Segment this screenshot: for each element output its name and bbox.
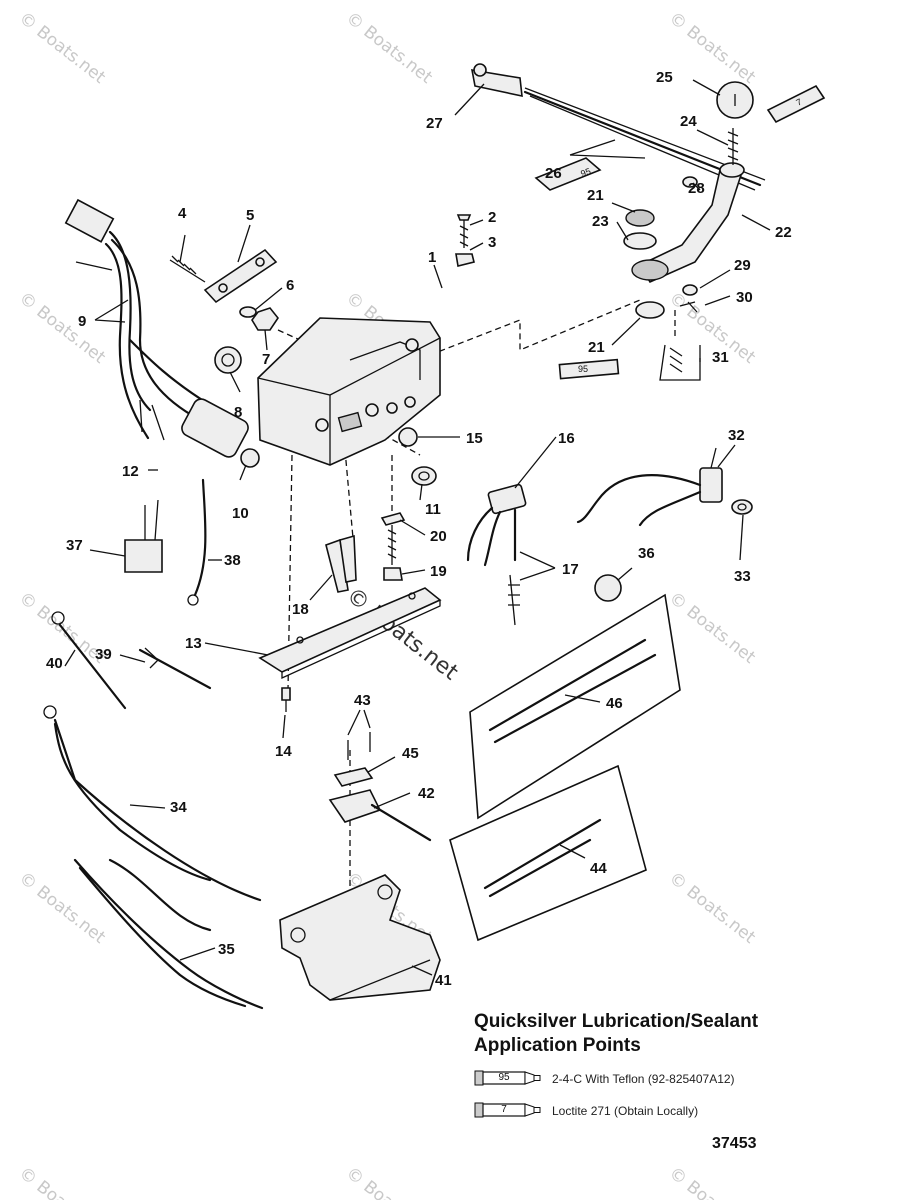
watermark: © Boats.net	[665, 8, 759, 88]
callout-28: 28	[688, 180, 705, 197]
grommets	[398, 427, 437, 486]
sealant-tubes: 95 7 95	[534, 84, 826, 381]
callout-45: 45	[402, 745, 419, 762]
callout-22: 22	[775, 224, 792, 241]
lower-bracket	[279, 732, 441, 1001]
callout-7: 7	[262, 351, 270, 368]
leader-lines	[64, 79, 771, 976]
legend-item: 95 2-4-C With Teflon (92-825407A12)	[474, 1068, 874, 1090]
legend-tube-number: 7	[501, 1104, 507, 1115]
callout-15: 15	[466, 430, 483, 447]
left-harness	[64, 198, 260, 468]
callout-29: 29	[734, 257, 751, 274]
legend-title-line-1: Quicksilver Lubrication/Sealant	[474, 1011, 759, 1032]
watermark: © Boats.net	[15, 1163, 109, 1200]
mounting-screw	[380, 512, 406, 581]
top-screw	[455, 214, 475, 267]
callout-4: 4	[178, 205, 187, 222]
callout-40: 40	[46, 655, 63, 672]
callout-8: 8	[234, 404, 242, 421]
callout-38: 38	[224, 552, 241, 569]
callout-6: 6	[286, 277, 294, 294]
tube-label: 95	[579, 166, 592, 179]
legend-tube-number: 95	[498, 1072, 510, 1083]
callout-12: 12	[122, 463, 139, 480]
center-plug	[466, 483, 527, 626]
callout-27: 27	[426, 115, 443, 132]
watermark: © Boats.net	[665, 1163, 759, 1200]
callout-30: 30	[736, 289, 753, 306]
legend-title: Quicksilver Lubrication/Sealant Applicat…	[474, 1010, 874, 1058]
callout-43: 43	[354, 692, 371, 709]
callout-36: 36	[638, 545, 655, 562]
callout-39: 39	[95, 646, 112, 663]
legend-title-line-2: Application Points	[474, 1035, 641, 1056]
kit-boxes	[449, 593, 681, 942]
legend-item-text: 2-4-C With Teflon (92-825407A12)	[552, 1072, 735, 1086]
callout-19: 19	[430, 563, 447, 580]
left-hardware	[169, 248, 279, 374]
callout-13: 13	[185, 635, 202, 652]
callout-10: 10	[232, 505, 249, 522]
watermark: © Boats.net	[342, 1163, 436, 1200]
callout-35: 35	[218, 941, 235, 958]
callout-34: 34	[170, 799, 187, 816]
callout-9: 9	[78, 313, 86, 330]
shift-lever	[623, 81, 754, 319]
callout-2: 2	[488, 209, 496, 226]
callout-46: 46	[606, 695, 623, 712]
callout-1: 1	[428, 249, 436, 266]
mounting-plate	[258, 534, 442, 712]
misc-small-parts	[124, 478, 622, 606]
sealant-tube-icon	[474, 1102, 541, 1118]
callout-labels: 1 2 3 4 5 6 7 8 9 10 11 12 13 14 15 16 1…	[46, 69, 792, 989]
callout-33: 33	[734, 568, 751, 585]
callout-25: 25	[656, 69, 673, 86]
short-leads	[51, 611, 212, 710]
watermark: © Boats.net	[15, 8, 109, 88]
callout-23: 23	[592, 213, 609, 230]
watermark: © Boats.net	[342, 8, 436, 88]
callout-3: 3	[488, 234, 496, 251]
callout-17: 17	[562, 561, 579, 578]
watermark: © Boats.net	[665, 868, 759, 948]
callout-26: 26	[545, 165, 562, 182]
toggle-switch	[576, 447, 753, 527]
callout-44: 44	[590, 860, 607, 877]
tube-label: 7	[794, 97, 803, 108]
control-box	[257, 317, 441, 466]
sealant-tube-icon	[474, 1070, 541, 1086]
callout-21a: 21	[587, 187, 604, 204]
tube-label: 95	[578, 364, 588, 374]
callout-21b: 21	[588, 339, 605, 356]
legend-item-text: Loctite 271 (Obtain Locally)	[552, 1104, 699, 1118]
callout-14: 14	[275, 743, 292, 760]
callout-32: 32	[728, 427, 745, 444]
callout-41: 41	[435, 972, 452, 989]
callout-24: 24	[680, 113, 697, 130]
drawing-number: 37453	[712, 1135, 757, 1152]
long-leads	[43, 705, 264, 1010]
callout-18: 18	[292, 601, 309, 618]
watermark: © Boats.net	[665, 588, 759, 668]
watermark: © Boats.net	[15, 288, 109, 368]
callout-20: 20	[430, 528, 447, 545]
callout-42: 42	[418, 785, 435, 802]
callout-11: 11	[425, 501, 441, 518]
callout-31: 31	[712, 349, 729, 366]
lubrication-legend: Quicksilver Lubrication/Sealant Applicat…	[474, 1010, 874, 1122]
legend-item: 7 Loctite 271 (Obtain Locally)	[474, 1100, 874, 1122]
watermark: © Boats.net	[15, 868, 109, 948]
callout-16: 16	[558, 430, 575, 447]
callout-5: 5	[246, 207, 254, 224]
callout-37: 37	[66, 537, 83, 554]
